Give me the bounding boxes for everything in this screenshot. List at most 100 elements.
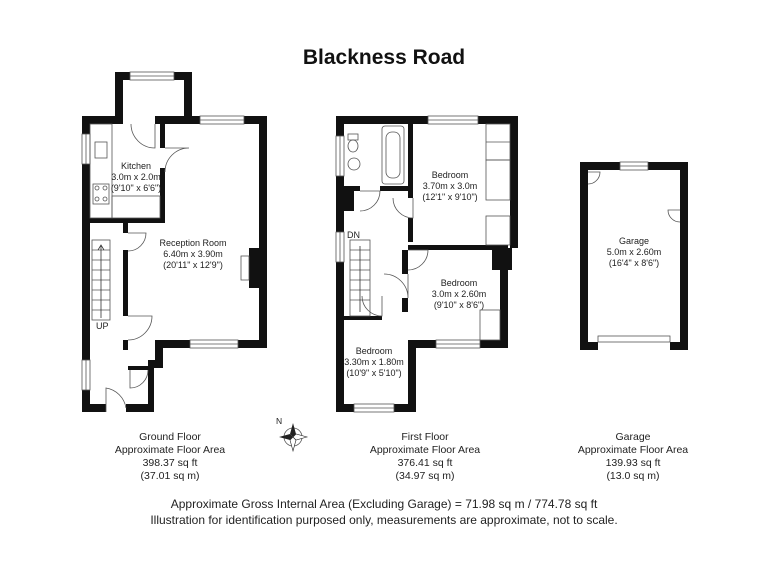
door-swing	[361, 295, 383, 317]
room-size-imperial: (9'10" x 6'6")	[110, 183, 162, 193]
door-swing	[130, 123, 156, 149]
floor-area-sqft: 398.37 sq ft	[142, 457, 198, 469]
disclaimer-note: Illustration for identification purposed…	[150, 513, 618, 527]
wall	[336, 116, 344, 412]
room-label-garage: Garage 5.0m x 2.60m (16'4" x 8'6")	[596, 236, 672, 269]
compass-north-label: N	[276, 416, 283, 426]
wall	[500, 248, 508, 348]
wall	[408, 218, 413, 242]
room-label-bedroom-1: Bedroom 3.70m x 3.0m (12'1" x 9'10")	[414, 170, 486, 203]
stairs-up-label: UP	[96, 321, 109, 331]
room-size-imperial: (12'1" x 9'10")	[422, 192, 478, 202]
wall	[580, 342, 598, 350]
door-swing	[105, 387, 127, 412]
wall	[344, 191, 354, 211]
room-size-metric: 5.0m x 2.60m	[606, 247, 662, 257]
room-size-imperial: (10'9" x 5'10")	[346, 368, 402, 378]
wall	[123, 223, 128, 233]
room-name: Bedroom	[440, 278, 478, 288]
hob	[92, 183, 110, 205]
garage-door	[597, 335, 671, 343]
hearth	[240, 255, 250, 281]
gross-area-note: Approximate Gross Internal Area (Excludi…	[170, 497, 598, 511]
wall	[82, 404, 106, 412]
wall	[148, 360, 154, 412]
wall	[380, 186, 408, 191]
floor-caption-ground: Ground Floor Approximate Floor Area 398.…	[110, 431, 230, 483]
wall	[492, 248, 512, 270]
floor-name: Garage	[615, 431, 651, 443]
wall	[82, 116, 123, 124]
room-size-metric: 3.0m x 2.0m	[111, 172, 161, 182]
room-label-kitchen: Kitchen 3.0m x 2.0m (9'10" x 6'6")	[100, 161, 172, 194]
wardrobe	[485, 215, 511, 246]
wardrobe	[479, 309, 501, 341]
wall	[408, 245, 508, 250]
room-size-metric: 3.30m x 1.80m	[344, 357, 404, 367]
kitchen-units	[111, 195, 161, 219]
wall	[408, 340, 416, 412]
door-swing	[667, 209, 681, 223]
room-size-imperial: (16'4" x 8'6")	[608, 258, 660, 268]
door-swing	[407, 249, 429, 271]
wall	[259, 116, 267, 348]
wall	[123, 250, 128, 316]
chimney-breast	[249, 248, 259, 288]
room-size-imperial: (20'11" x 12'9")	[163, 260, 223, 270]
first-floor-details	[335, 115, 511, 413]
floor-area-label: Approximate Floor Area	[114, 444, 226, 456]
room-name: Kitchen	[120, 161, 152, 171]
floor-caption-first: First Floor Approximate Floor Area 376.4…	[365, 431, 485, 483]
wall	[402, 250, 408, 274]
floor-area-label: Approximate Floor Area	[577, 444, 689, 456]
wall	[82, 116, 90, 412]
ground-floor-details	[81, 71, 250, 412]
room-size-metric: 3.0m x 2.60m	[431, 289, 487, 299]
wall	[510, 116, 518, 248]
room-size-imperial: (9'10" x 8'6")	[433, 300, 485, 310]
door-swing	[129, 369, 149, 389]
toilet	[347, 133, 359, 141]
wall	[680, 162, 688, 350]
wall	[336, 116, 518, 124]
door-swing	[383, 273, 409, 299]
door-swing	[127, 232, 147, 252]
wall	[580, 162, 588, 350]
wall	[160, 124, 165, 148]
floor-area-sqm: (13.0 sq m)	[606, 470, 660, 482]
wall	[402, 298, 408, 312]
stairs-down-label: DN	[347, 230, 360, 240]
kitchen-units	[89, 123, 113, 219]
room-name: Bedroom	[355, 346, 393, 356]
door-swing	[127, 315, 153, 341]
room-size-metric: 6.40m x 3.90m	[163, 249, 223, 259]
door-swing	[587, 171, 601, 185]
wall	[123, 340, 128, 350]
sink	[94, 141, 108, 159]
wall	[148, 360, 163, 368]
room-label-reception: Reception Room 6.40m x 3.90m (20'11" x 1…	[148, 238, 238, 271]
garage-details	[587, 161, 681, 343]
bath	[381, 125, 405, 185]
compass-icon	[279, 423, 309, 453]
floor-caption-garage: Garage Approximate Floor Area 139.93 sq …	[573, 431, 693, 483]
floor-name: First Floor	[401, 431, 449, 443]
door-swing	[392, 197, 414, 219]
room-name: Garage	[618, 236, 650, 246]
floor-area-sqm: (34.97 sq m)	[395, 470, 455, 482]
wall	[128, 366, 148, 370]
room-name: Reception Room	[159, 238, 227, 248]
wall	[670, 342, 688, 350]
plan-title: Blackness Road	[302, 46, 466, 69]
floor-area-sqm: (37.01 sq m)	[140, 470, 200, 482]
wall	[344, 316, 382, 320]
wall	[408, 124, 413, 198]
basin	[347, 157, 361, 171]
stairs	[349, 239, 371, 317]
wardrobe	[485, 159, 511, 201]
wall	[160, 168, 165, 223]
floor-area-sqft: 139.93 sq ft	[605, 457, 661, 469]
door-swing	[164, 147, 190, 173]
wall	[115, 72, 123, 118]
